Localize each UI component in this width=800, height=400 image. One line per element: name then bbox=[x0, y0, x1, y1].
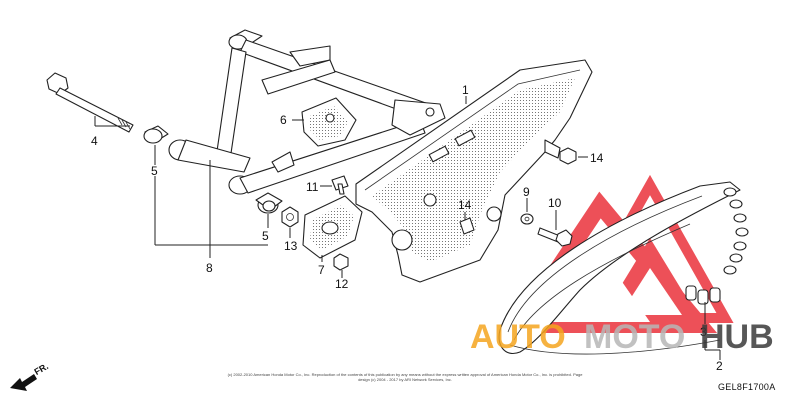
callout-2: 2 bbox=[716, 359, 723, 373]
chain-links-right bbox=[723, 187, 749, 275]
callout-13: 13 bbox=[284, 239, 298, 253]
callout-8: 8 bbox=[206, 261, 213, 275]
swingarm-drawing bbox=[168, 29, 446, 195]
callout-5-left: 5 bbox=[151, 164, 158, 178]
callout-12: 12 bbox=[335, 277, 349, 291]
watermark-text: AUTO MOTO HUB bbox=[470, 318, 774, 356]
chain-slider-drawing bbox=[302, 195, 363, 259]
copyright-notice: (c) 2002-2010 American Honda Motor Co., … bbox=[227, 372, 583, 382]
drive-chain-drawing bbox=[498, 181, 749, 355]
watermark-hub: HUB bbox=[700, 318, 774, 356]
diagram-code: GEL8F1700A bbox=[718, 382, 776, 392]
callout-1: 1 bbox=[462, 83, 469, 97]
watermark-moto: MOTO bbox=[584, 318, 685, 356]
callout-4: 4 bbox=[91, 134, 98, 148]
callout-5-right: 5 bbox=[262, 229, 269, 243]
hardware-drawings bbox=[281, 175, 349, 271]
bushing-drawings bbox=[143, 125, 283, 214]
chain-guide-drawing bbox=[301, 97, 357, 147]
leader-lines bbox=[94, 96, 721, 360]
fastener-drawings bbox=[459, 147, 577, 247]
callout-14-right: 14 bbox=[590, 151, 604, 165]
master-link-drawing bbox=[685, 285, 721, 305]
watermark-auto: AUTO bbox=[470, 318, 566, 356]
callout-3: 3 bbox=[700, 325, 707, 339]
callout-11: 11 bbox=[306, 180, 319, 194]
callout-14-center: 14 bbox=[458, 198, 472, 212]
callout-7: 7 bbox=[318, 263, 325, 277]
chain-case-drawing bbox=[355, 59, 593, 283]
callout-9: 9 bbox=[523, 185, 530, 199]
callout-6: 6 bbox=[280, 113, 287, 127]
front-direction-arrow-icon bbox=[10, 374, 37, 391]
callout-labels: 1 2 3 4 5 5 6 7 8 9 10 11 12 13 14 14 bbox=[91, 83, 723, 373]
pivot-bolt-drawing bbox=[46, 72, 134, 133]
callout-10: 10 bbox=[548, 196, 562, 210]
